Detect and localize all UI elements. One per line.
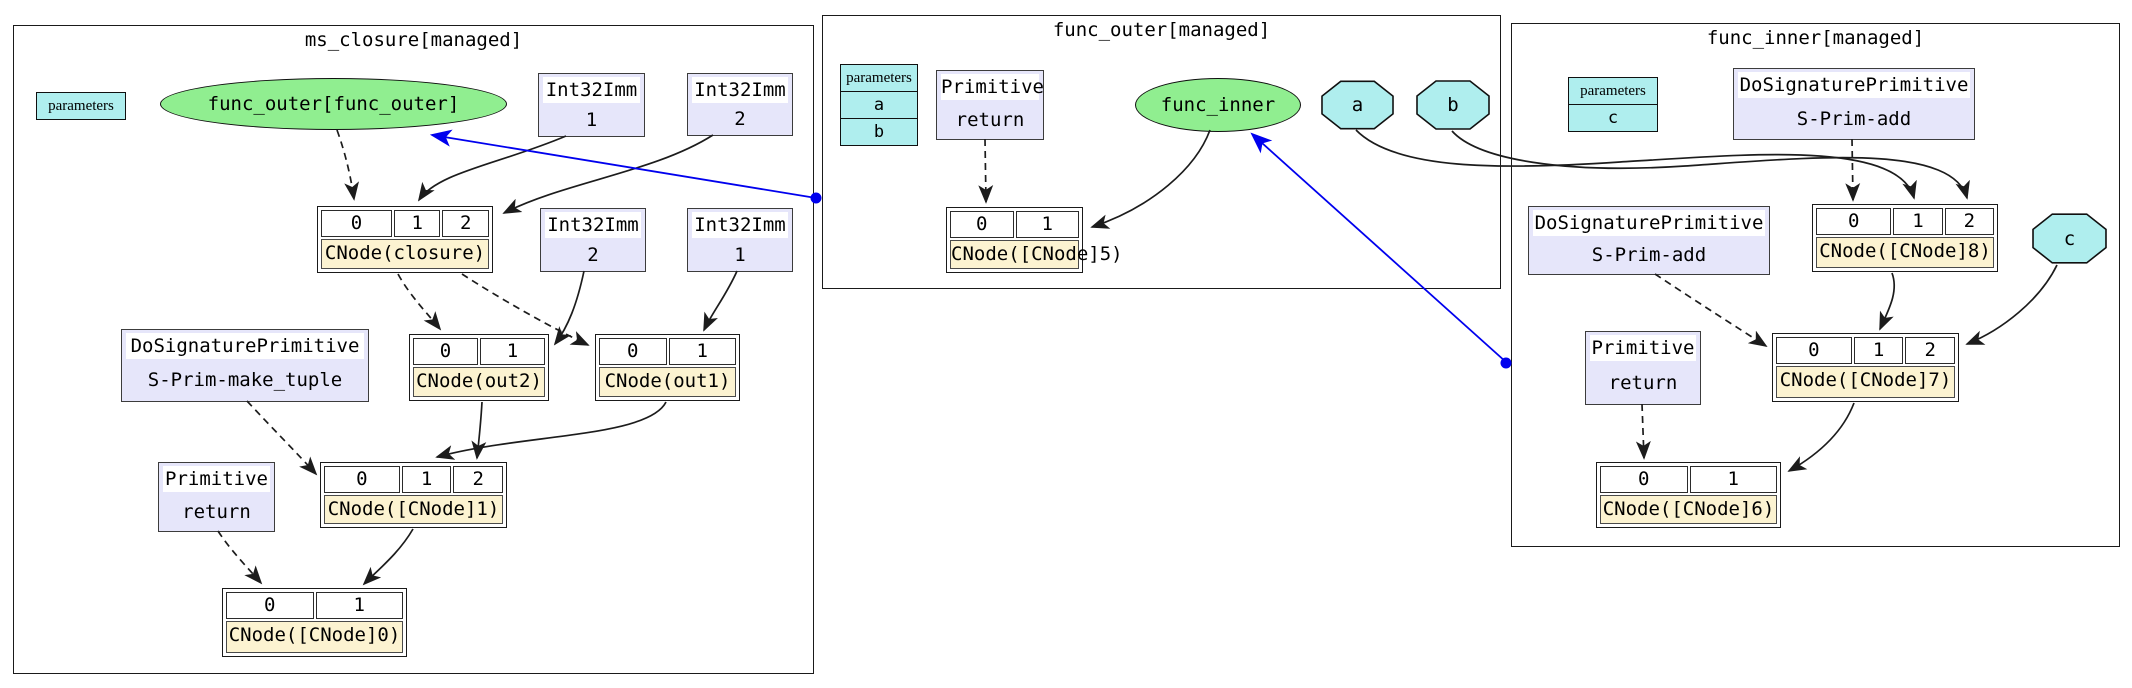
record-cell-2: 2	[1944, 208, 1995, 235]
record-cell-0: 0	[321, 210, 392, 237]
node-cnode-1: 0 1 2 CNode([CNode]1)	[320, 462, 507, 528]
record-cell-1: 1	[1893, 208, 1943, 235]
node-int32imm-2a: Int32Imm 2	[687, 73, 793, 136]
octagon-label: b	[1447, 94, 1459, 116]
record-label: CNode(closure)	[321, 239, 489, 269]
record-cell-1: 1	[315, 592, 403, 619]
record-cell-0: 0	[599, 338, 667, 365]
record-label: CNode(out1)	[599, 367, 736, 397]
node-cnode-8: 0 1 2 CNode([CNode]8)	[1812, 204, 1998, 272]
primitive-type: DoSignaturePrimitive	[126, 333, 364, 359]
record-label: CNode([CNode]7)	[1776, 366, 1955, 398]
record-cell-1: 1	[1015, 211, 1079, 238]
record-label: CNode([CNode]1)	[324, 495, 503, 524]
primitive-type: Primitive	[941, 74, 1044, 100]
int32imm-type: Int32Imm	[692, 77, 788, 103]
octagon-label: a	[1351, 94, 1364, 116]
primitive-value: S-Prim-add	[1591, 244, 1707, 266]
record-cell-2: 2	[453, 466, 503, 493]
node-cnode-6: 0 1 CNode([CNode]6)	[1596, 462, 1781, 528]
primitive-value: return	[955, 108, 1025, 131]
int32imm-type: Int32Imm	[543, 77, 640, 103]
int32imm-value: 1	[734, 243, 746, 266]
record-cell-0: 0	[950, 211, 1014, 238]
record-cell-1: 1	[393, 210, 441, 237]
octagon-shape	[1416, 80, 1490, 130]
node-return-primitive-ms: Primitive return	[158, 462, 275, 532]
record-cell-0: 0	[413, 338, 478, 365]
primitive-value: S-Prim-make_tuple	[147, 369, 343, 391]
parameters-table-outer: parameters a b	[840, 64, 918, 146]
parameters-header: parameters	[840, 64, 918, 92]
cluster-func-inner-title: func_inner[managed]	[1706, 27, 1925, 49]
record-label: CNode([CNode]6)	[1600, 495, 1777, 524]
octagon-label: c	[2063, 227, 2076, 250]
record-cell-0: 0	[1600, 466, 1688, 493]
record-cell-1: 1	[401, 466, 452, 493]
record-cell-1: 1	[1689, 466, 1777, 493]
record-cell-2: 2	[1905, 337, 1955, 364]
parameter-row-b: b	[840, 119, 918, 146]
int32imm-value: 2	[734, 108, 746, 130]
edge-dot-funcinner	[1500, 357, 1512, 369]
primitive-value: return	[182, 500, 251, 523]
record-label: CNode([CNode]5)	[950, 240, 1123, 269]
node-cnode-out1: 0 1 CNode(out1)	[595, 334, 740, 401]
node-cnode-closure: 0 1 2 CNode(closure)	[317, 206, 493, 273]
int32imm-value: 2	[587, 243, 599, 266]
cluster-ms-closure-title: ms_closure[managed]	[304, 29, 523, 51]
parameters-chip-label: parameters	[36, 92, 126, 120]
int32imm-type: Int32Imm	[545, 212, 641, 238]
parameters-header: parameters	[1568, 77, 1658, 105]
node-int32imm-1a: Int32Imm 1	[538, 73, 645, 137]
primitive-type: DoSignaturePrimitive	[1738, 72, 1970, 98]
record-cell-0: 0	[1816, 208, 1892, 235]
node-cnode-5: 0 1 CNode([CNode]5)	[946, 207, 1123, 273]
node-func-inner-ellipse: func_inner	[1135, 78, 1301, 132]
record-cell-0: 0	[226, 592, 314, 619]
node-cnode-out2: 0 1 CNode(out2)	[409, 334, 549, 401]
cluster-func-outer-title: func_outer[managed]	[1052, 19, 1271, 41]
node-return-primitive-inner: Primitive return	[1585, 331, 1701, 405]
primitive-value: return	[1608, 371, 1678, 394]
parameter-row-c: c	[1568, 105, 1658, 132]
int32imm-value: 1	[585, 108, 598, 131]
primitive-type: DoSignaturePrimitive	[1533, 210, 1765, 236]
node-cnode-0: 0 1 CNode([CNode]0)	[222, 588, 407, 657]
record-cell-1: 1	[668, 338, 736, 365]
cluster-func-outer: func_outer[managed]	[822, 15, 1501, 289]
record-cell-1: 1	[480, 338, 545, 365]
record-cell-2: 2	[442, 210, 489, 237]
parameters-chip: parameters	[36, 92, 126, 120]
parameter-row-a: a	[840, 92, 918, 119]
node-add-primitive-top: DoSignaturePrimitive S-Prim-add	[1733, 68, 1975, 140]
primitive-type: Primitive	[1590, 335, 1696, 361]
parameter-octagon-c: c	[2032, 213, 2107, 264]
octagon-shape	[2032, 213, 2107, 264]
parameter-octagon-a: a	[1321, 80, 1394, 130]
record-cell-0: 0	[1776, 337, 1852, 364]
node-make-tuple-primitive: DoSignaturePrimitive S-Prim-make_tuple	[121, 329, 369, 402]
record-cell-1: 1	[1853, 337, 1904, 364]
primitive-type: Primitive	[163, 466, 270, 492]
node-func-outer-ellipse: func_outer[func_outer]	[160, 78, 507, 130]
node-return-primitive-outer: Primitive return	[936, 70, 1044, 140]
parameters-table-inner: parameters c	[1568, 77, 1658, 132]
record-label: CNode([CNode]0)	[226, 621, 403, 653]
node-int32imm-2b: Int32Imm 2	[540, 208, 646, 272]
node-cnode-7: 0 1 2 CNode([CNode]7)	[1772, 333, 1959, 402]
primitive-value: S-Prim-add	[1796, 107, 1912, 130]
record-cell-0: 0	[324, 466, 400, 493]
int32imm-type: Int32Imm	[692, 212, 788, 238]
octagon-shape	[1321, 80, 1394, 130]
node-int32imm-1b: Int32Imm 1	[687, 208, 793, 272]
record-label: CNode([CNode]8)	[1816, 237, 1994, 268]
node-add-primitive-mid: DoSignaturePrimitive S-Prim-add	[1528, 206, 1770, 275]
record-label: CNode(out2)	[413, 367, 545, 397]
parameter-octagon-b: b	[1416, 80, 1490, 130]
